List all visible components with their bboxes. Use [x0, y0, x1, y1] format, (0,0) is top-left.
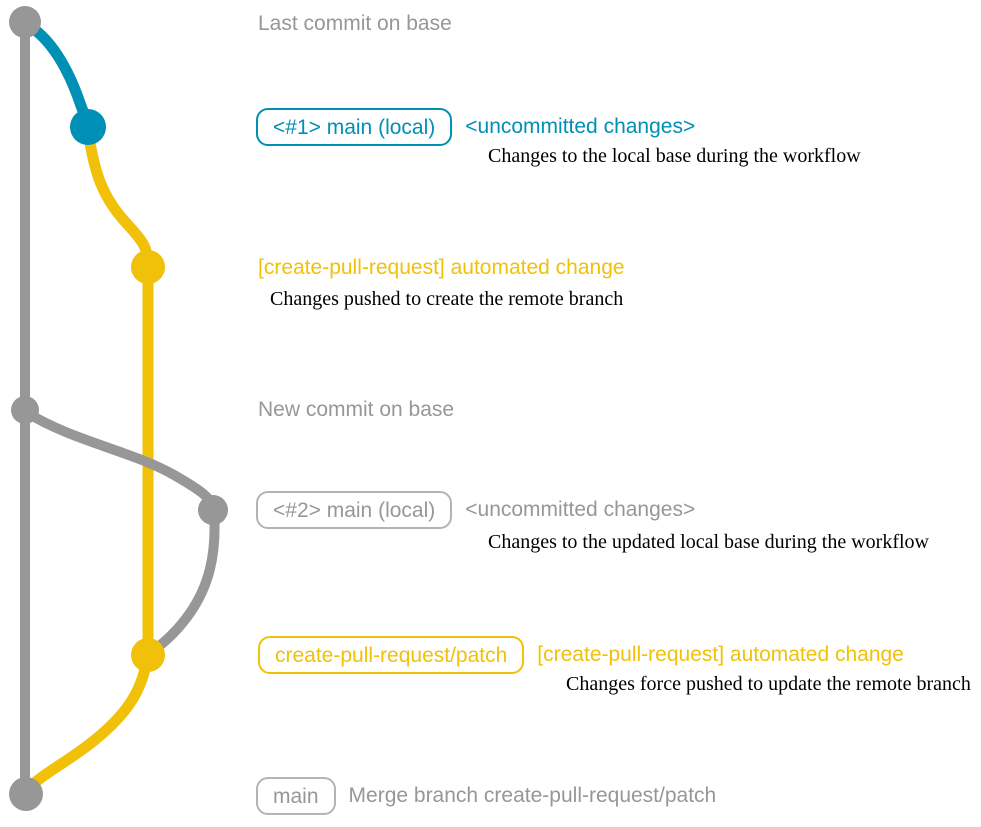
push1-description: Changes pushed to create the remote bran… [270, 288, 624, 310]
commit2-description: Changes to the updated local base during… [488, 531, 929, 553]
commit-graph [9, 6, 228, 811]
automated-change-label-2: [create-pull-request] automated change [537, 643, 904, 666]
branch-badge-main-local-2: <#2> main (local) [256, 491, 453, 529]
merge-row: main Merge branch create-pull-request/pa… [256, 777, 716, 815]
push2-description: Changes force pushed to update the remot… [566, 673, 971, 695]
commit-dot-automated-change-2 [131, 638, 165, 672]
main2-to-patch-curve [146, 507, 220, 658]
branch-badge-patch: create-pull-request/patch [258, 636, 525, 674]
commit-dot-merge [9, 777, 43, 811]
branch-badge-main: main [256, 777, 336, 815]
commit1-row: <#1> main (local) <uncommitted changes> [256, 108, 695, 146]
commit1-description: Changes to the local base during the wor… [488, 145, 861, 167]
patch-to-merge-curve [21, 651, 153, 797]
new-commit-on-base-label: New commit on base [258, 398, 455, 421]
push2-row: create-pull-request/patch [create-pull-r… [258, 636, 904, 674]
uncommitted-changes-label-1: <uncommitted changes> [465, 115, 696, 138]
base-to-main2-curve [21, 407, 219, 514]
commit2-row: <#2> main (local) <uncommitted changes> [256, 491, 695, 529]
merge-commit-label: Merge branch create-pull-request/patch [348, 784, 717, 807]
uncommitted-changes-label-2: <uncommitted changes> [465, 498, 696, 521]
commit-dot-last-base [9, 6, 41, 38]
commit-dot-automated-change-1 [131, 250, 165, 284]
last-commit-on-base-label: Last commit on base [258, 12, 452, 35]
base-to-main1-curve [20, 18, 94, 132]
commit-dot-new-base [11, 396, 39, 424]
commit-dot-main-local-2 [198, 495, 228, 525]
branch-badge-main-local-1: <#1> main (local) [256, 108, 453, 146]
commit-dot-main-local-1 [70, 109, 106, 145]
automated-change-label-1: [create-pull-request] automated change [258, 256, 625, 279]
main1-to-patch-curve [82, 125, 154, 271]
